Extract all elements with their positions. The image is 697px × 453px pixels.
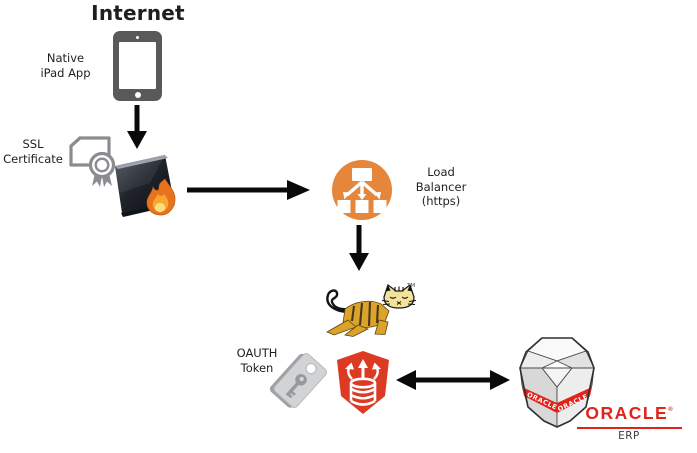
oracle-logotype: ORACLE® [574,403,684,424]
ssl-certificate-label-line2: Certificate [3,151,63,166]
load-balancer-label-line1: Load [427,165,455,179]
oracle-brand-text: ORACLE [585,403,669,423]
native-ipad-app-label-line1: Native [46,51,85,65]
arrow-firewall-to-loadbalancer [187,180,310,200]
tablet-screen [119,42,156,89]
oracle-product-text: ERP [618,430,640,442]
native-ipad-app-label-line2: iPad App [40,65,91,80]
load-balancer-icon [332,160,392,220]
load-balancer-label: Load Balancer (https) [404,165,478,209]
tablet-home-button [134,92,141,98]
load-balancer-label-line3: (https) [421,194,461,208]
oauth-token-label-line2: Token [240,360,274,375]
oauth-token-label: OAUTH Token [222,346,292,375]
arrow-ipad-to-firewall [127,105,147,149]
oracle-database-gem-icon: ORACLE ORACLE [519,337,595,428]
arrow-loadbalancer-to-tomcat [349,225,369,271]
firewall-flame-icon [115,155,176,217]
tablet-camera-dot [136,36,139,39]
certificate-seal-icon [69,136,116,187]
oracle-rule [577,427,682,429]
tomcat-trademark: TM [407,283,416,289]
tomcat-cat-icon [326,283,417,337]
load-balancer-label-line2: Balancer [415,179,467,194]
tablet-icon [113,31,162,101]
key-tag-icon [269,353,327,408]
arrow-ords-to-oracle [396,370,510,390]
oracle-registered-mark: ® [668,407,673,413]
oauth-token-label-line1: OAUTH [236,346,278,360]
ssl-certificate-label-line1: SSL [22,137,44,151]
native-ipad-app-label: Native iPad App [28,51,103,80]
diagram-title: Internet [91,1,185,25]
rest-data-services-shield-icon [337,351,389,414]
ssl-certificate-label: SSL Certificate [0,137,66,166]
